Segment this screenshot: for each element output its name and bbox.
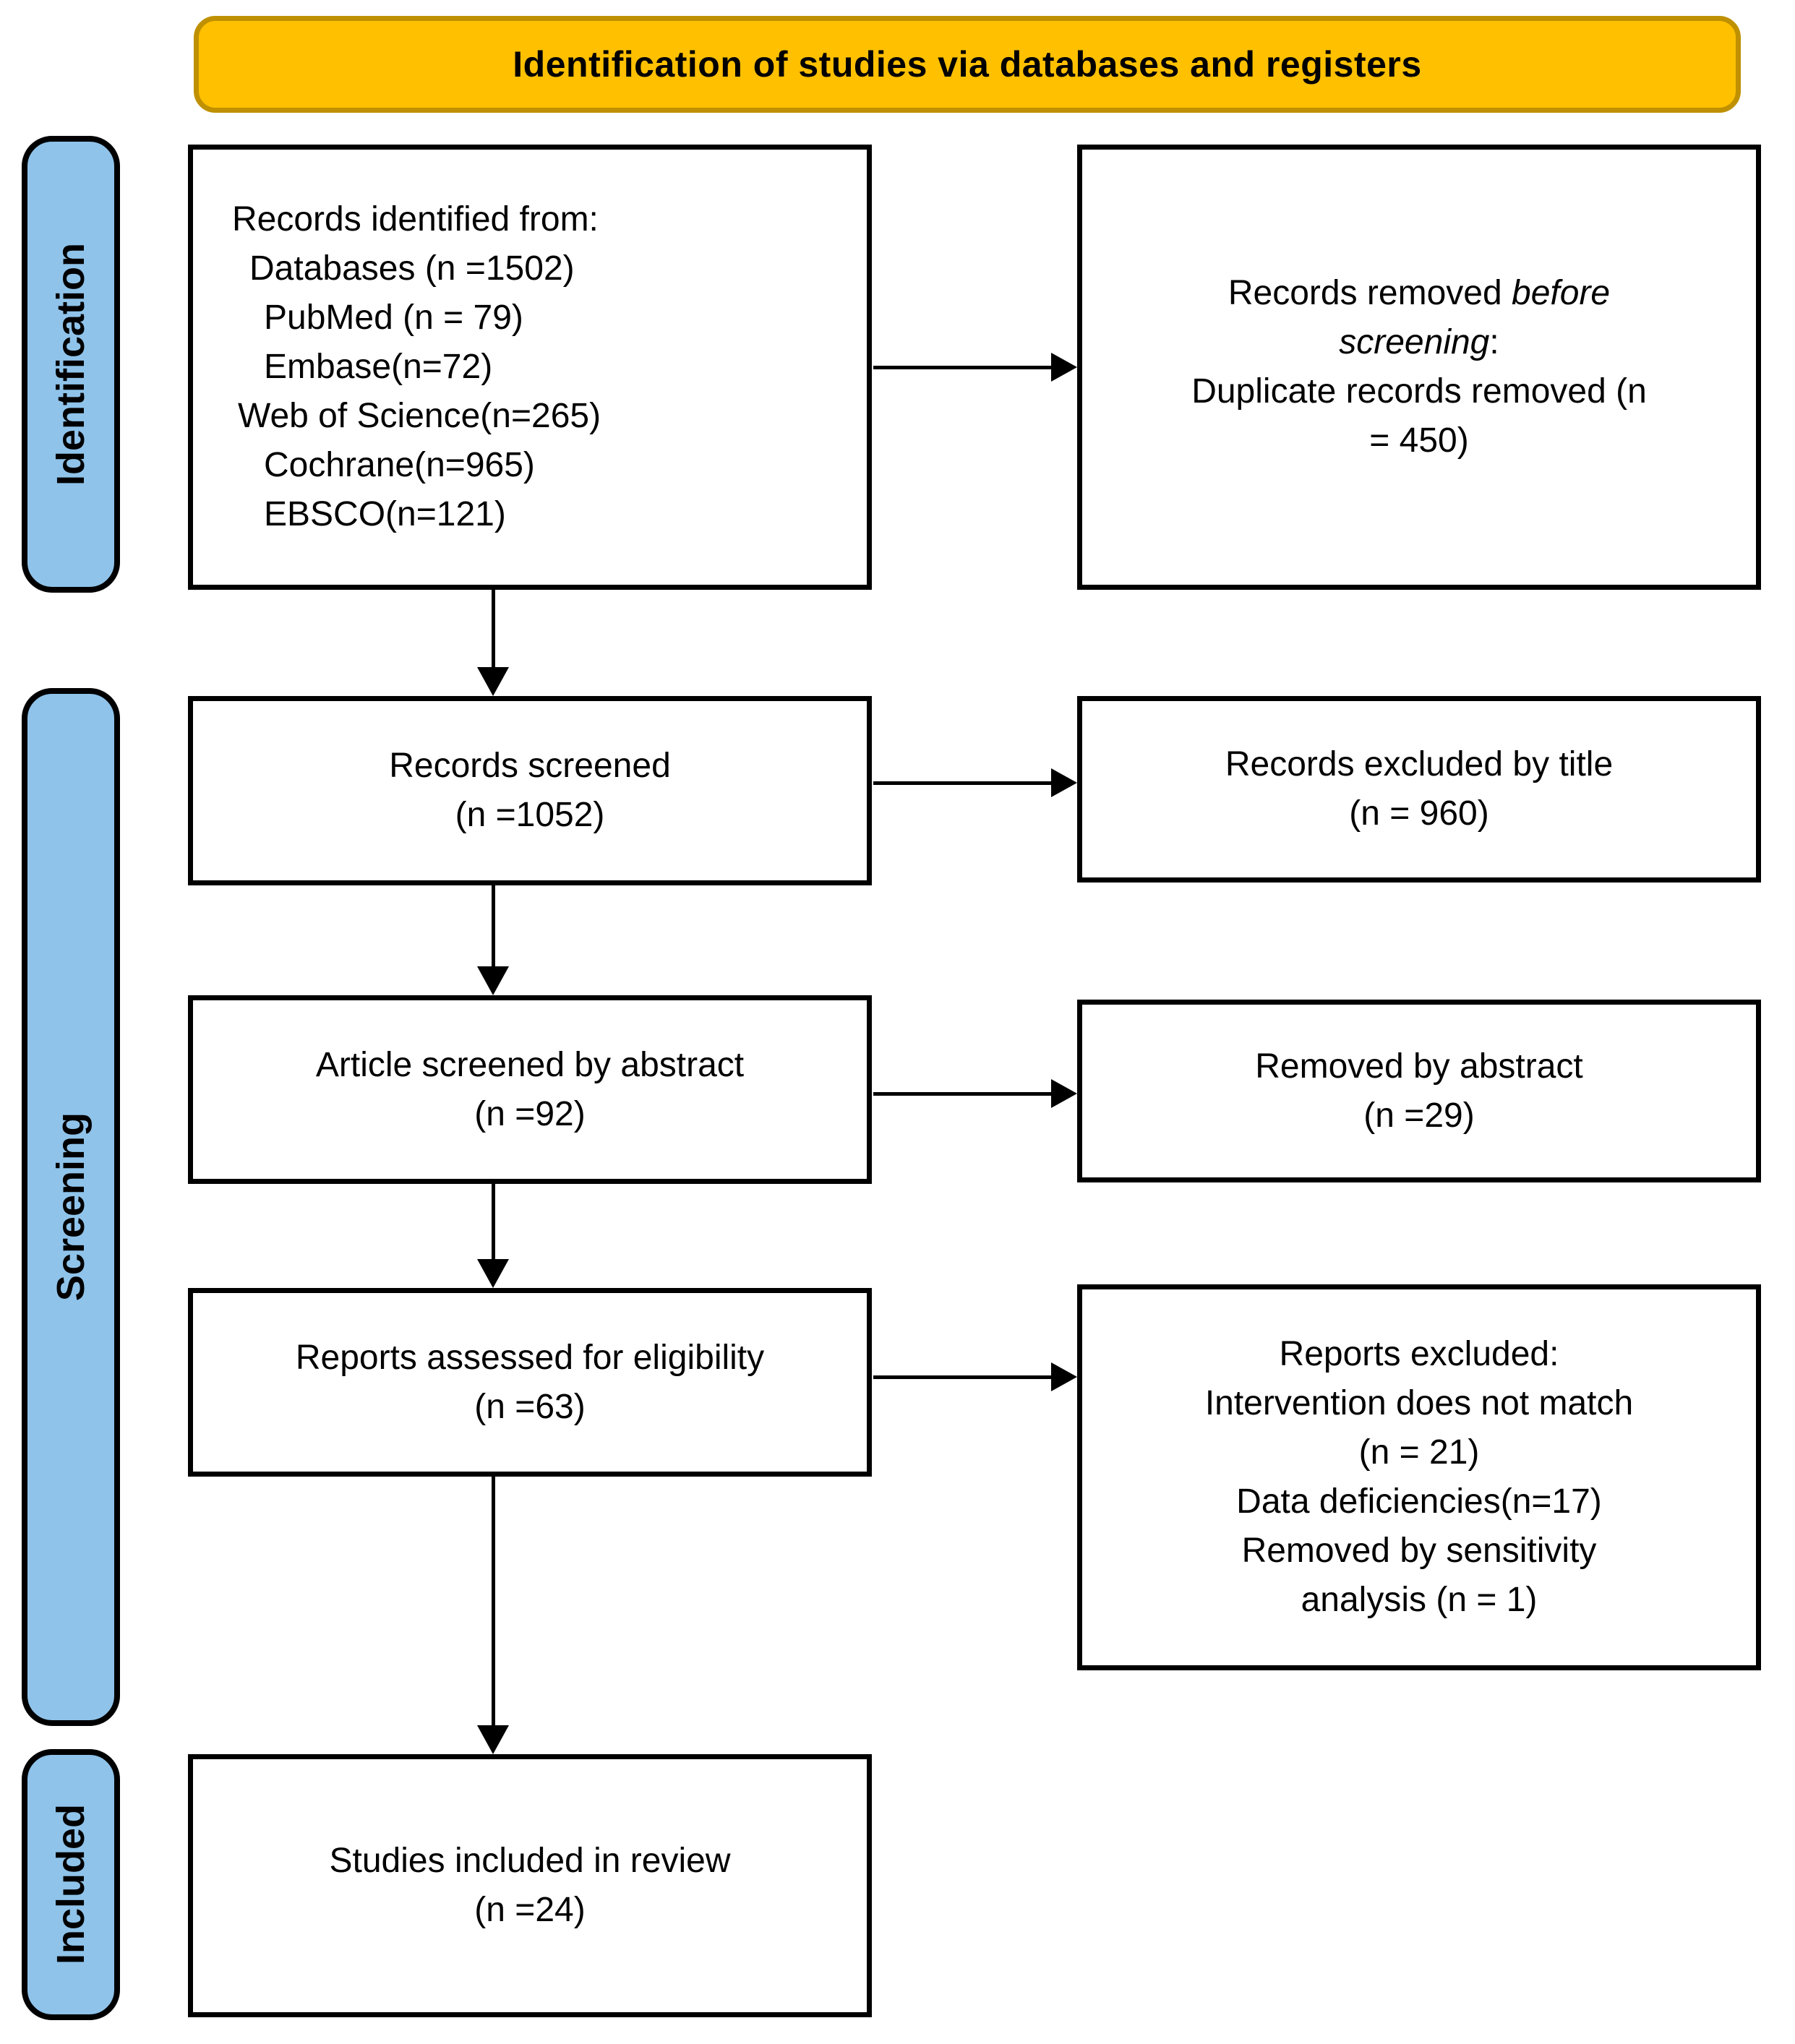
text-line: Records removed before: [1228, 269, 1610, 318]
text-line: Reports excluded:: [1279, 1335, 1559, 1373]
box-reports-excluded: Reports excluded: Intervention does not …: [1077, 1284, 1761, 1670]
arrow-identified-to-removed: [873, 353, 1077, 382]
text-line: Reports assessed for eligibility: [295, 1338, 765, 1377]
text-line: (n =24): [474, 1891, 586, 1929]
text-line: Records identified from:: [232, 200, 599, 239]
text-line: Intervention does not match: [1204, 1384, 1634, 1422]
arrow-right-head: [1051, 1079, 1077, 1108]
text-segment: :: [1489, 323, 1499, 361]
arrow-shaft: [492, 589, 495, 667]
text-line: (n =92): [474, 1094, 586, 1133]
box-studies-included: Studies included in review (n =24): [188, 1754, 872, 2017]
text-segment-italic: screening: [1339, 323, 1490, 361]
arrow-shaft: [492, 885, 495, 966]
text-line: Cochrane(n=965): [264, 446, 535, 484]
text-line: Records screened: [389, 747, 671, 785]
stage-label-identification: Identification: [22, 136, 120, 593]
arrow-shaft: [873, 1375, 1051, 1379]
stage-label-included-text: Included: [49, 1804, 93, 1965]
box-records-screened: Records screened (n =1052): [188, 696, 872, 885]
box-studies-included-text: Studies included in review (n =24): [330, 1837, 731, 1935]
box-records-removed-text: Records removed before screening: Duplic…: [1191, 269, 1647, 465]
text-line: Removed by abstract: [1255, 1047, 1583, 1086]
text-line: (n =1052): [455, 796, 605, 834]
arrow-down-head: [477, 667, 509, 696]
box-records-screened-text: Records screened (n =1052): [389, 742, 671, 840]
box-removed-by-abstract: Removed by abstract (n =29): [1077, 1000, 1761, 1182]
stage-label-screening: Screening: [22, 688, 120, 1726]
arrow-right-head: [1051, 1362, 1077, 1391]
stage-label-screening-text: Screening: [49, 1112, 93, 1302]
arrow-shaft: [873, 781, 1051, 785]
stage-label-identification-text: Identification: [49, 243, 93, 486]
arrow-abstract-to-assessed: [477, 1184, 509, 1288]
text-segment-italic: before: [1512, 274, 1611, 312]
box-article-screened-text: Article screened by abstract (n =92): [316, 1041, 744, 1139]
box-reports-assessed-text: Reports assessed for eligibility (n =63): [296, 1334, 764, 1432]
arrow-screened-to-excluded-title: [873, 768, 1077, 797]
box-removed-abstract-text: Removed by abstract (n =29): [1255, 1042, 1583, 1141]
arrow-shaft: [873, 1092, 1051, 1096]
text-line: (n = 21): [1358, 1433, 1480, 1472]
text-line: (n =63): [474, 1387, 586, 1426]
text-line: PubMed (n = 79): [264, 299, 523, 337]
text-line: screening:: [1339, 318, 1499, 367]
arrow-shaft: [492, 1477, 495, 1725]
arrow-right-head: [1051, 353, 1077, 382]
text-line: Web of Science(n=265): [238, 397, 601, 435]
box-article-screened-by-abstract: Article screened by abstract (n =92): [188, 995, 872, 1184]
arrow-abstract-to-removed-abstract: [873, 1079, 1077, 1108]
arrow-right-head: [1051, 768, 1077, 797]
text-line: Duplicate records removed (n: [1191, 372, 1647, 411]
box-records-excluded-by-title: Records excluded by title (n = 960): [1077, 696, 1761, 883]
text-line: (n =29): [1363, 1096, 1475, 1135]
text-line: Studies included in review: [329, 1842, 731, 1880]
text-line: (n = 960): [1349, 794, 1489, 833]
box-records-identified: Records identified from: Databases (n =1…: [188, 145, 872, 590]
box-reports-excluded-text: Reports excluded: Intervention does not …: [1205, 1330, 1633, 1625]
arrow-screened-to-abstract: [477, 885, 509, 995]
arrow-down-head: [477, 966, 509, 995]
text-line: Data deficiencies(n=17): [1236, 1482, 1602, 1521]
arrow-assessed-to-included: [477, 1477, 509, 1754]
arrow-shaft: [492, 1184, 495, 1259]
text-line: Article screened by abstract: [315, 1045, 745, 1084]
banner: Identification of studies via databases …: [194, 16, 1741, 113]
arrow-down-head: [477, 1725, 509, 1754]
text-line: EBSCO(n=121): [264, 495, 506, 533]
text-line: analysis (n = 1): [1301, 1581, 1538, 1619]
arrow-down-head: [477, 1259, 509, 1288]
text-line: Databases (n =1502): [249, 249, 575, 288]
text-segment: Records removed: [1228, 274, 1512, 312]
box-records-removed-before-screening: Records removed before screening: Duplic…: [1077, 145, 1761, 590]
arrow-identified-to-screened: [477, 589, 509, 696]
arrow-shaft: [873, 366, 1051, 369]
arrow-assessed-to-reports-excluded: [873, 1362, 1077, 1391]
box-reports-assessed: Reports assessed for eligibility (n =63): [188, 1288, 872, 1477]
box-records-identified-text: Records identified from: Databases (n =1…: [193, 195, 867, 539]
text-line: Removed by sensitivity: [1241, 1532, 1597, 1570]
banner-title: Identification of studies via databases …: [513, 44, 1422, 85]
text-line: = 450): [1369, 421, 1469, 460]
box-records-excluded-text: Records excluded by title (n = 960): [1225, 740, 1613, 838]
stage-label-included: Included: [22, 1749, 120, 2020]
text-line: Embase(n=72): [264, 348, 493, 386]
text-line: Records excluded by title: [1225, 745, 1614, 783]
